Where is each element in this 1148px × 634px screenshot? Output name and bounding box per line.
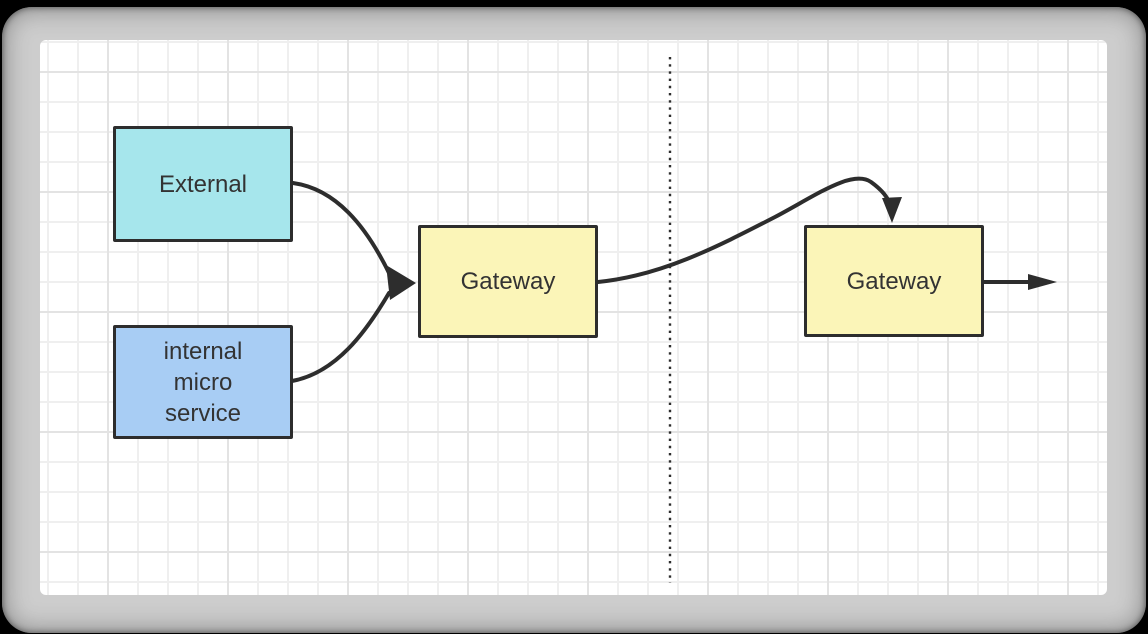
arrowhead-into-gateway-left-icon[interactable] — [386, 265, 416, 300]
arrowhead-outbound-icon[interactable] — [1028, 274, 1057, 290]
node-external-label: External — [158, 170, 248, 198]
node-internal-micro-service[interactable]: internal micro service — [113, 325, 293, 439]
connector-gateway-left-to-gateway-right[interactable] — [596, 176, 892, 284]
node-gateway-right-label: Gateway — [846, 267, 942, 295]
node-gateway-left-label: Gateway — [460, 268, 556, 295]
node-external[interactable]: External — [113, 126, 293, 242]
node-gateway-right[interactable]: Gateway — [804, 225, 984, 337]
arrowhead-into-gateway-right-icon[interactable] — [882, 197, 902, 223]
connector-internal-service-to-gateway-left[interactable] — [290, 291, 391, 383]
node-internal-micro-service-label: internal micro service — [163, 337, 243, 427]
node-gateway-left[interactable]: Gateway — [418, 225, 598, 338]
connector-external-to-gateway-left[interactable] — [291, 181, 391, 275]
